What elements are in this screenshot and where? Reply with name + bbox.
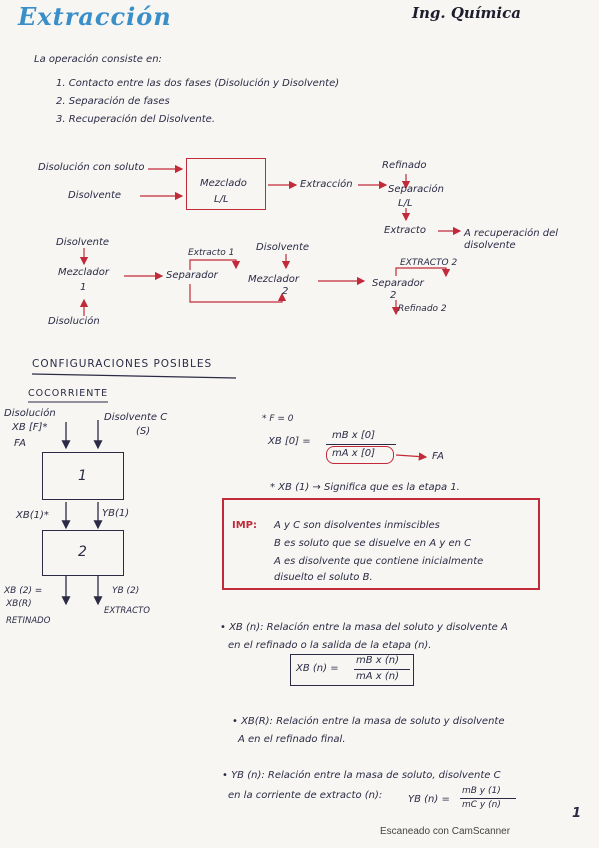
flow2-refinado2: Refinado 2 bbox=[398, 304, 447, 314]
separation-sub: L/L bbox=[398, 198, 413, 209]
recovery-label: A recuperación del disolvente bbox=[464, 228, 559, 251]
def1-formula-box bbox=[290, 654, 414, 686]
def1-line1: • XB (n): Relación entre la masa del sol… bbox=[220, 622, 508, 633]
mixer-box bbox=[186, 158, 266, 210]
def3-line1: • YB (n): Relación entre la masa de solu… bbox=[222, 770, 501, 781]
refinado-label: Refinado bbox=[382, 160, 427, 171]
retinado-label: RETINADO bbox=[6, 616, 51, 626]
flow2-separator2-n: 2 bbox=[390, 290, 397, 301]
def1-line2: en el refinado o la salida de la etapa (… bbox=[228, 640, 432, 651]
flow2-separator: Separador bbox=[166, 270, 218, 281]
intro-lead: La operación consiste en: bbox=[34, 54, 162, 65]
imp-line: A es disolvente que contiene inicialment… bbox=[274, 556, 484, 567]
flow2-extracto1: Extracto 1 bbox=[188, 248, 235, 258]
in-s: (S) bbox=[136, 426, 151, 437]
flow2-disolvente2: Disolvente bbox=[256, 242, 310, 253]
yb1-label: YB(1) bbox=[102, 508, 130, 519]
stage1-label: 1 bbox=[78, 468, 87, 484]
intro-step: 3. Recuperación del Disolvente. bbox=[56, 114, 216, 125]
def1-bar bbox=[354, 669, 410, 670]
intro-step: 2. Separación de fases bbox=[56, 96, 170, 107]
flow2-extracto2: EXTRACTO 2 bbox=[400, 258, 458, 268]
def3-den: mC y (n) bbox=[462, 800, 501, 810]
extracto-out-label: EXTRACTO bbox=[104, 606, 150, 616]
flow2-mixer1-n: 1 bbox=[80, 282, 87, 293]
in-xbf: XB [F]* bbox=[12, 422, 48, 433]
page-number: 1 bbox=[572, 806, 582, 821]
mixer-label: Mezclado bbox=[200, 178, 247, 189]
extracto-label: Extracto bbox=[384, 225, 426, 236]
flow2-mixer1: Mezclador bbox=[58, 267, 110, 278]
in-fa: FA bbox=[14, 438, 27, 449]
section-cocorriente: COCORRIENTE bbox=[28, 388, 109, 399]
def3-lhs: YB (n) = bbox=[408, 794, 450, 805]
in-disolucion: Disolución bbox=[4, 408, 56, 419]
note-etapa: * XB (1) → Significa que es la etapa 1. bbox=[270, 482, 460, 493]
formula1-target: FA bbox=[432, 451, 445, 462]
xbr-label: XB(R) bbox=[6, 599, 32, 609]
formula1-bar bbox=[326, 444, 396, 445]
section-configs: CONFIGURACIONES POSIBLES bbox=[32, 358, 213, 370]
def2-line2: A en el refinado final. bbox=[238, 734, 346, 745]
flow2-disolvente: Disolvente bbox=[56, 237, 110, 248]
imp-line: A y C son disolventes inmiscibles bbox=[274, 520, 440, 531]
flow2-mixer2: Mezclador bbox=[248, 274, 300, 285]
flow2-separator2: Separador bbox=[372, 278, 424, 289]
formula1-den: mA x [0] bbox=[332, 448, 376, 459]
stage1-box bbox=[42, 452, 124, 500]
flow2-disolucion: Disolución bbox=[48, 316, 100, 327]
imp-line: B es soluto que se disuelve en A y en C bbox=[274, 538, 472, 549]
formula1-num: mB x [0] bbox=[332, 430, 376, 441]
formula1-lhs: XB [0] = bbox=[268, 436, 311, 447]
scanner-watermark: Escaneado con CamScanner bbox=[380, 826, 511, 837]
xb2-label: XB (2) = bbox=[4, 586, 43, 596]
def1-num: mB x (n) bbox=[356, 655, 400, 666]
xb1-label: XB(1)* bbox=[16, 510, 49, 521]
flow2-mixer2-n: 2 bbox=[282, 286, 289, 297]
subject-title: Ing. Química bbox=[412, 4, 521, 22]
intro-step: 1. Contacto entre las dos fases (Disoluc… bbox=[56, 78, 340, 89]
formula1-condition: * F = 0 bbox=[262, 414, 294, 424]
imp-box bbox=[222, 498, 540, 590]
flow1-input-disolvente: Disolvente bbox=[68, 190, 122, 201]
flow1-input-disolucion: Disolución con soluto bbox=[38, 162, 145, 173]
mixer-sub: L/L bbox=[214, 194, 229, 205]
page-title: Extracción bbox=[18, 2, 172, 31]
def1-den: mA x (n) bbox=[356, 671, 399, 682]
def2-line1: • XB(R): Relación entre la masa de solut… bbox=[232, 716, 505, 727]
imp-label: IMP: bbox=[232, 520, 257, 531]
def1-lhs: XB (n) = bbox=[296, 663, 339, 674]
separation-label: Separación bbox=[388, 184, 444, 195]
def3-bar bbox=[460, 798, 516, 799]
def3-line2: en la corriente de extracto (n): bbox=[228, 790, 383, 801]
formula1-den-highlight bbox=[326, 446, 394, 464]
yb2-label: YB (2) bbox=[112, 586, 140, 596]
extraction-label: Extracción bbox=[300, 179, 353, 190]
stage2-box bbox=[42, 530, 124, 576]
in-disolvente-c: Disolvente C bbox=[104, 412, 168, 423]
def3-num: mB y (1) bbox=[462, 786, 501, 796]
imp-line: disuelto el soluto B. bbox=[274, 572, 373, 583]
stage2-label: 2 bbox=[78, 544, 87, 560]
